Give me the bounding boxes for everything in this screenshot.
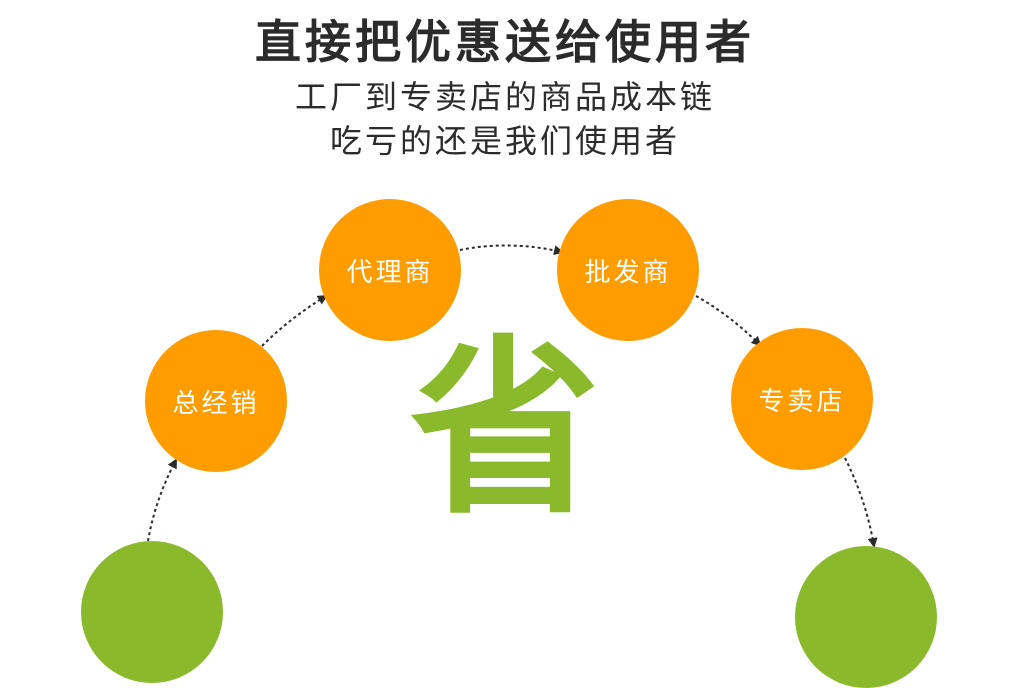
node-zongjingxiao: 总经销 <box>145 330 287 472</box>
headline: 直接把优惠送给使用者 <box>255 15 755 69</box>
subtitle-line-2: 吃亏的还是我们使用者 <box>329 122 680 160</box>
arrow-dailishang-to-pifashang <box>459 244 564 256</box>
flow-arrows <box>147 244 878 548</box>
arrow-zhuanmaidian-to-green <box>844 457 878 548</box>
node-green-left <box>81 541 223 683</box>
arrow-green-to-zongjingxiao <box>147 458 177 542</box>
node-dailishang: 代理商 <box>319 199 461 341</box>
arrow-pifashang-to-zhuanmaidian <box>695 295 762 347</box>
arrow-zongjingxiao-to-dailishang <box>261 294 328 347</box>
node-pifashang: 批发商 <box>557 199 699 341</box>
subtitle-line-1: 工厂到专卖店的商品成本链 <box>294 78 715 116</box>
node-zhuanmaidian: 专卖店 <box>731 328 873 470</box>
save-character: 省 <box>409 319 600 540</box>
node-green-right <box>795 546 937 688</box>
